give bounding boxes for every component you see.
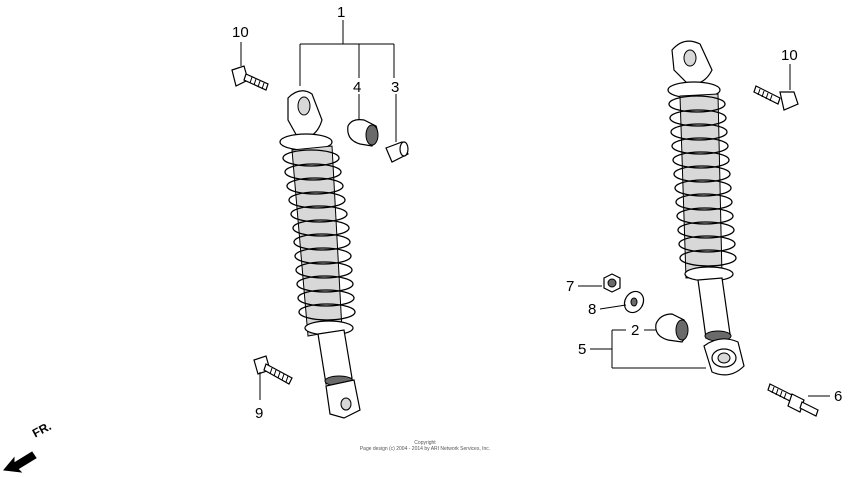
callout-10-right: 10 (781, 47, 798, 64)
copyright-title: Copyright (414, 440, 436, 446)
left-shock-absorber (279, 90, 361, 419)
callout-2: 2 (631, 322, 639, 339)
callout-3: 3 (391, 79, 399, 96)
left-spring (282, 149, 356, 321)
callout-9: 9 (255, 405, 263, 422)
callout-8: 8 (588, 301, 596, 318)
bushing-part-2 (655, 313, 689, 343)
stud-bolt-part-6 (767, 383, 819, 417)
copyright-text: Page design (c) 2004 - 2014 by ARI Netwo… (359, 446, 491, 452)
callout-5: 5 (578, 341, 586, 358)
callout-6: 6 (834, 388, 842, 405)
right-shock-absorber (667, 40, 745, 376)
right-spring (668, 95, 737, 267)
callout-10-left: 10 (232, 24, 249, 41)
nut-part-7 (603, 273, 621, 293)
bushing-part-4 (347, 119, 379, 147)
washer-part-8 (623, 290, 645, 314)
callout-1: 1 (337, 4, 345, 21)
bolt-part-10-left (231, 65, 269, 91)
collar-part-3 (385, 141, 409, 163)
callout-7: 7 (566, 278, 574, 295)
bolt-part-10-right (753, 85, 799, 111)
leader-lines (240, 20, 830, 400)
copyright-notice: Copyright Page design (c) 2004 - 2014 by… (300, 440, 550, 452)
bolt-part-9 (253, 355, 293, 385)
front-direction-arrow (3, 451, 37, 473)
callout-4: 4 (353, 79, 361, 96)
